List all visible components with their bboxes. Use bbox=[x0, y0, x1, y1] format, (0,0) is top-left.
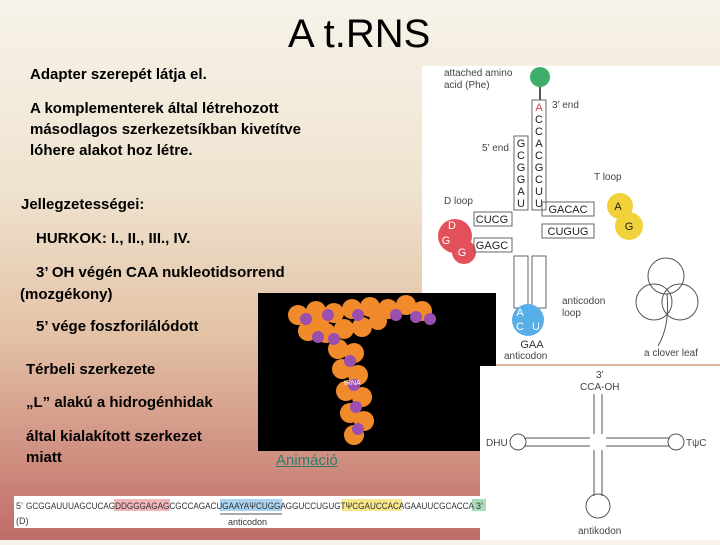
formed-line-2: miatt bbox=[26, 449, 62, 466]
svg-text:G: G bbox=[517, 138, 526, 150]
complement-line-1: A komplementerek által létrehozott bbox=[30, 100, 279, 117]
svg-text:GAGC: GAGC bbox=[476, 240, 508, 252]
svg-text:D: D bbox=[448, 220, 456, 232]
clover-leaf-label: a clover leaf bbox=[644, 348, 698, 359]
trna-3d-model: tRNA bbox=[258, 293, 496, 451]
svg-text:A: A bbox=[614, 201, 622, 213]
cross-diagram: 3’ CCA-OH DHU TψC antikodon bbox=[480, 366, 720, 540]
model-label: tRNA bbox=[344, 380, 361, 387]
svg-text:GAA: GAA bbox=[520, 339, 544, 351]
anticodon-loop-label-1: anticodon bbox=[562, 296, 605, 307]
three-end-label: 3’ end bbox=[552, 100, 579, 111]
cross-cca-label: CCA-OH bbox=[580, 382, 619, 393]
cross-anticodon-label: antikodon bbox=[578, 526, 621, 537]
adapter-text: Adapter szerepét látja el. bbox=[30, 66, 207, 83]
complement-line-2: másodlagos szerkezetsíkban kivetítve bbox=[30, 121, 301, 138]
svg-text:U: U bbox=[535, 198, 543, 210]
cross-dhu-label: DHU bbox=[486, 438, 508, 449]
spatial-text: Térbeli szerkezete bbox=[26, 361, 156, 378]
svg-text:G: G bbox=[535, 162, 544, 174]
loops-text: HURKOK: I., II., III., IV. bbox=[36, 230, 191, 247]
sequence-strip: 5’ GCGGAUUUAGCUCAGDDGGGAGAGCGCCAGACUGAAY… bbox=[14, 496, 488, 528]
clover-leaf-icon bbox=[635, 257, 699, 347]
seq-three-label: 3’ bbox=[476, 501, 483, 511]
page-title: A t.RNS bbox=[288, 12, 431, 56]
t-loop-label: T loop bbox=[594, 172, 622, 183]
l-shape-text: „L” alakú a hidrogénhidak bbox=[26, 394, 213, 411]
svg-text:G: G bbox=[517, 174, 526, 186]
svg-text:C: C bbox=[535, 114, 543, 126]
amino-acid-ball bbox=[530, 67, 550, 87]
seq-text: GCGGAUUUAGCUCAGDDGGGAGAGCGCCAGACUGAAYAΨC… bbox=[26, 501, 474, 511]
svg-text:C: C bbox=[516, 321, 524, 333]
svg-text:C: C bbox=[535, 126, 543, 138]
svg-text:U: U bbox=[517, 198, 525, 210]
five-end-text: 5’ vége foszforilálódott bbox=[36, 318, 199, 335]
svg-text:A: A bbox=[516, 307, 524, 319]
svg-text:U: U bbox=[532, 321, 540, 333]
attached-amino-acid-label: acid (Phe) bbox=[444, 80, 490, 91]
svg-text:A: A bbox=[535, 138, 543, 150]
svg-text:G: G bbox=[458, 247, 467, 259]
attached-amino-label: attached amino bbox=[444, 68, 513, 79]
anticodon-label: anticodon bbox=[504, 351, 547, 362]
cross-tpsic-label: TψC bbox=[686, 438, 706, 449]
svg-text:U: U bbox=[535, 186, 543, 198]
complement-line-3: lóhere alakot hoz létre. bbox=[30, 142, 193, 159]
svg-text:C: C bbox=[535, 174, 543, 186]
svg-text:C: C bbox=[535, 150, 543, 162]
svg-text:CUGUG: CUGUG bbox=[548, 226, 589, 238]
svg-text:GACAC: GACAC bbox=[548, 204, 587, 216]
cross-three-label: 3’ bbox=[596, 370, 604, 381]
features-heading: Jellegzetességei: bbox=[21, 196, 145, 213]
seq-five-label: 5’ bbox=[16, 501, 23, 511]
seq-d-label: (D) bbox=[16, 516, 29, 526]
seq-anticodon-label: anticodon bbox=[228, 517, 267, 527]
oh-end-line-1: 3’ OH végén CAA nukleotidsorrend bbox=[36, 264, 285, 281]
svg-text:A: A bbox=[517, 186, 525, 198]
svg-text:G: G bbox=[442, 235, 451, 247]
animation-link[interactable]: Animáció bbox=[276, 452, 338, 469]
five-end-label: 5’ end bbox=[482, 143, 509, 154]
svg-text:G: G bbox=[625, 221, 634, 233]
svg-text:C: C bbox=[517, 150, 525, 162]
formed-line-1: által kialakított szerkezet bbox=[26, 428, 202, 445]
oh-end-line-2: (mozgékony) bbox=[20, 286, 113, 303]
svg-text:G: G bbox=[517, 162, 526, 174]
svg-text:CUCG: CUCG bbox=[476, 214, 508, 226]
d-loop-label: D loop bbox=[444, 196, 473, 207]
svg-text:A: A bbox=[535, 102, 543, 114]
anticodon-loop-label-2: loop bbox=[562, 308, 581, 319]
